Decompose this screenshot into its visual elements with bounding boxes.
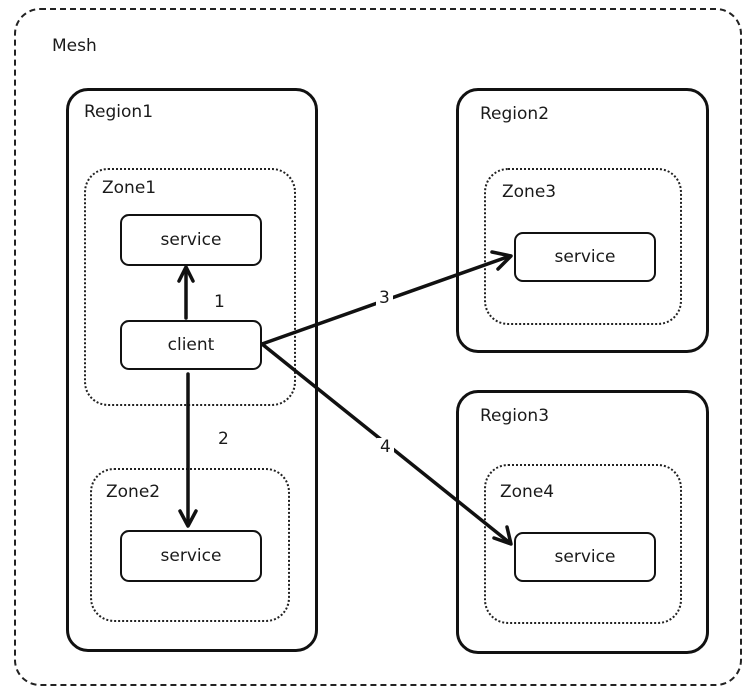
zone-4-service-label: service bbox=[554, 547, 616, 567]
zone-2-label: Zone2 bbox=[106, 482, 161, 502]
mesh-boundary bbox=[14, 8, 742, 686]
region-3-label: Region3 bbox=[480, 406, 550, 426]
zone-4-label: Zone4 bbox=[500, 482, 555, 502]
edge-2-label: 2 bbox=[215, 430, 232, 448]
region-2 bbox=[456, 88, 709, 353]
region-1-label: Region1 bbox=[84, 102, 154, 122]
zone-3 bbox=[484, 168, 682, 325]
region-2-label: Region2 bbox=[480, 104, 550, 124]
zone-2 bbox=[90, 468, 290, 622]
zone-1 bbox=[84, 168, 296, 406]
zone-2-service-label: service bbox=[160, 546, 222, 566]
zone-3-label: Zone3 bbox=[502, 182, 557, 202]
zone-1-service-node[interactable]: service bbox=[120, 214, 262, 266]
zone-1-label: Zone1 bbox=[102, 178, 157, 198]
zone-4-service-node[interactable]: service bbox=[514, 532, 656, 582]
edge-4-label: 4 bbox=[377, 438, 394, 456]
zone-2-service-node[interactable]: service bbox=[120, 530, 262, 582]
client-label: client bbox=[167, 335, 215, 355]
edge-3-label: 3 bbox=[376, 289, 393, 307]
zone-3-service-node[interactable]: service bbox=[514, 232, 656, 282]
zone-3-service-label: service bbox=[554, 247, 616, 267]
client-node[interactable]: client bbox=[120, 320, 262, 370]
mesh-label: Mesh bbox=[52, 36, 97, 56]
zone-1-service-label: service bbox=[160, 230, 222, 250]
edge-1-label: 1 bbox=[211, 293, 228, 311]
